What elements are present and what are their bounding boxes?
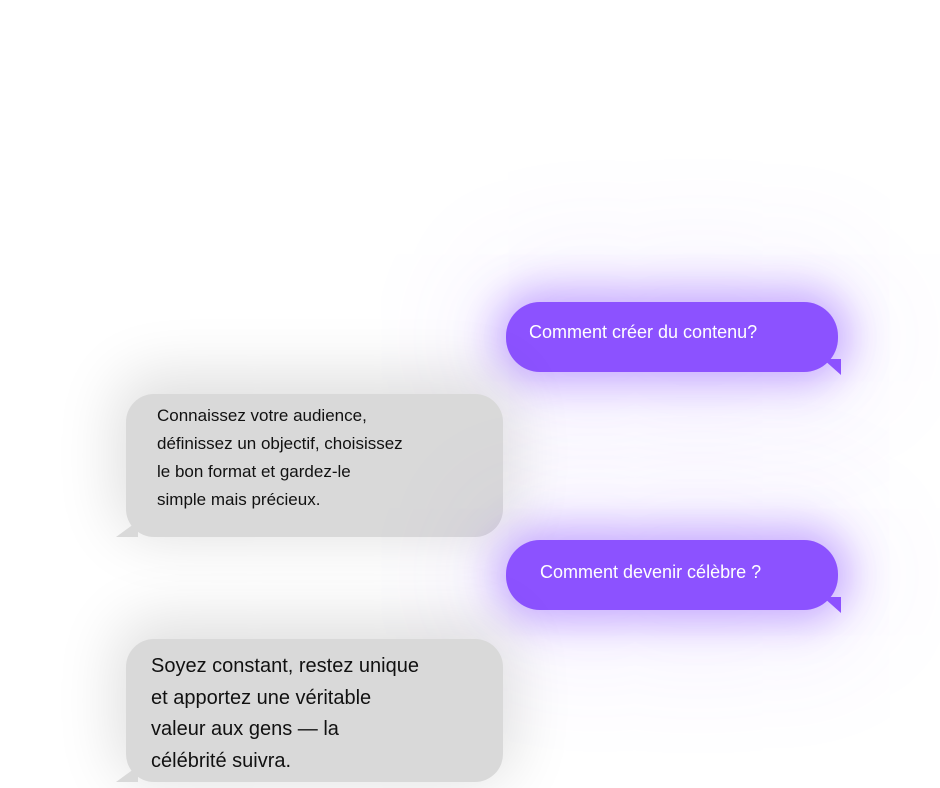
outgoing-message-bubble: Comment devenir célèbre ? [506,540,841,613]
bubble-tail [116,521,138,537]
incoming-message-bubble: Connaissez votre audience, définissez un… [116,394,503,537]
bubble-tail [823,359,841,375]
message-text: Comment créer du contenu? [529,322,758,342]
outgoing-message-bubble: Comment créer du contenu? [506,302,841,375]
message-text: Soyez constant, restez unique et apporte… [151,655,419,772]
message-text: Connaissez votre audience, définissez un… [157,406,403,509]
message-text: Comment devenir célèbre ? [540,562,762,582]
bubble-tail [116,766,138,782]
bubble-tail [823,597,841,613]
incoming-message-bubble: Soyez constant, restez unique et apporte… [116,639,503,782]
